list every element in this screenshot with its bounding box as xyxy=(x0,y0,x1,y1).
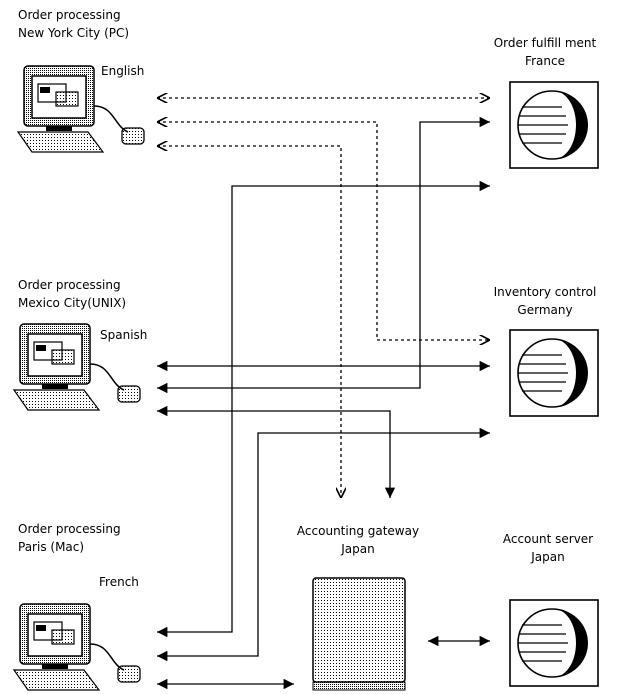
account-server-title: Account server xyxy=(502,532,594,546)
fulfillment-label: Order fulfill ment France xyxy=(470,34,620,70)
paris-computer-icon xyxy=(13,603,141,691)
account-server-location: Japan xyxy=(531,550,565,564)
gateway-label: Accounting gateway Japan xyxy=(268,522,448,558)
ny-location: New York City (PC) xyxy=(18,26,130,40)
ny-inventory-link xyxy=(157,122,490,340)
gateway-location: Japan xyxy=(341,542,375,556)
mexico-fulfillment-link xyxy=(157,116,490,394)
gateway-title: Accounting gateway xyxy=(296,524,420,538)
paris-language: French xyxy=(99,575,139,589)
mexico-language: Spanish xyxy=(100,328,148,342)
inventory-location: Germany xyxy=(517,303,573,317)
ny-gateway-link xyxy=(157,146,341,498)
paris-label: Order processing Paris (Mac) xyxy=(18,520,121,556)
mexico-title: Order processing xyxy=(18,278,121,292)
inventory-label: Inventory control Germany xyxy=(470,283,620,319)
inventory-server-icon xyxy=(509,329,599,417)
account-server-icon xyxy=(509,599,599,687)
paris-fulfillment-link xyxy=(157,180,490,638)
ny-title: Order processing xyxy=(18,8,121,22)
inventory-title: Inventory control xyxy=(493,285,597,299)
mexico-location: Mexico City(UNIX) xyxy=(18,296,127,310)
fulfillment-server-icon xyxy=(509,81,599,169)
ny-label: Order processing New York City (PC) xyxy=(18,6,129,42)
mexico-gateway-link xyxy=(157,405,396,498)
paris-inventory-link xyxy=(157,427,490,662)
ny-language: English xyxy=(101,64,145,78)
account-server-label: Account server Japan xyxy=(478,530,618,566)
paris-location: Paris (Mac) xyxy=(18,540,85,554)
fulfillment-location: France xyxy=(525,54,565,68)
mexico-label: Order processing Mexico City(UNIX) xyxy=(18,276,126,312)
gateway-box-icon xyxy=(312,577,406,691)
fulfillment-title: Order fulfill ment xyxy=(493,36,597,50)
paris-title: Order processing xyxy=(18,522,121,536)
